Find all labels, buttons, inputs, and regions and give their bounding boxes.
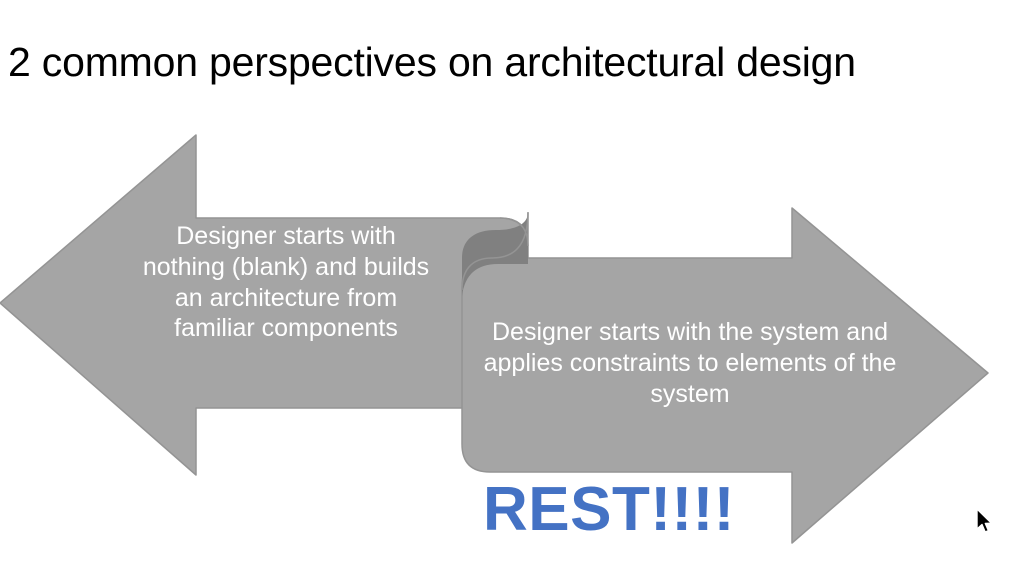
left-arrow-label: Designer starts with nothing (blank) and… bbox=[142, 222, 430, 343]
page-title: 2 common perspectives on architectural d… bbox=[8, 39, 856, 85]
rest-callout-label: REST!!!! bbox=[483, 475, 735, 544]
arrow-curl-detail bbox=[499, 213, 529, 247]
right-arrow-label: Designer starts with the system and appl… bbox=[483, 318, 897, 408]
right-pointing-arrow-shape bbox=[461, 207, 989, 544]
